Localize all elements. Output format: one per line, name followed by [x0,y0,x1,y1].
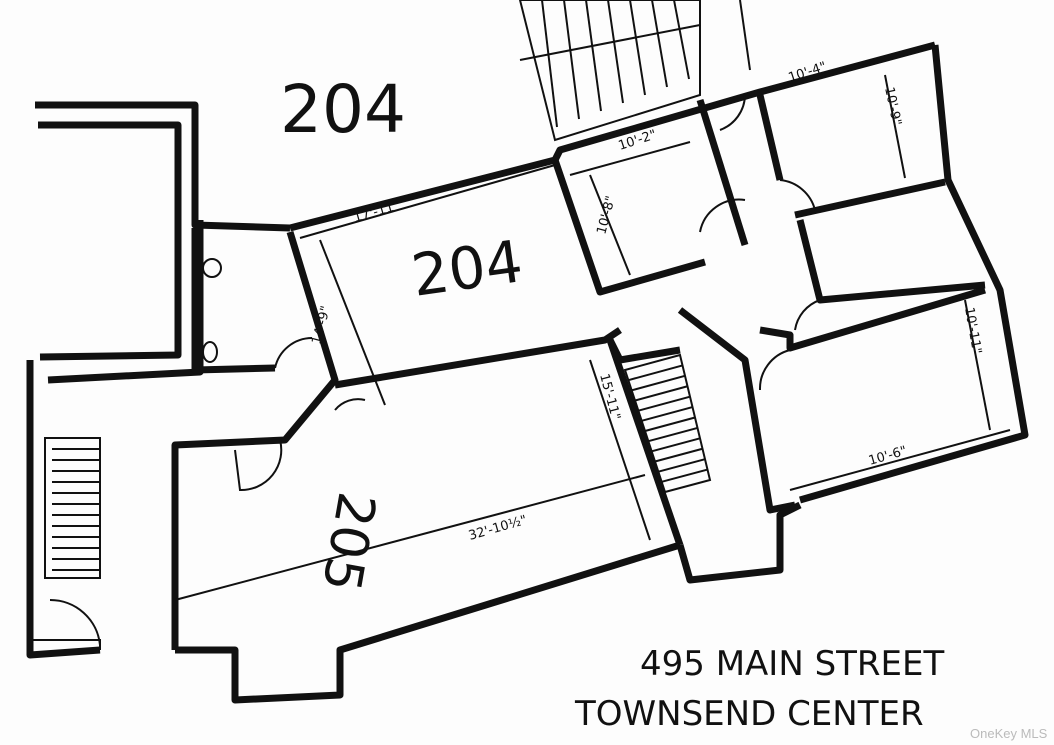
address-line-1: 495 MAIN STREET [640,644,945,684]
door-swing [779,179,816,211]
sink-icon [202,258,222,278]
stair-tread [634,385,688,402]
door-swing [719,94,746,131]
left-room-walls [26,101,291,659]
unit-label-205: 205 [310,488,386,596]
watermark: OneKey MLS [970,726,1048,741]
door-swing [699,198,746,233]
dim-office-c-depth: 10'-11" [961,306,984,355]
stair-tread [651,0,668,88]
door-swing [234,439,283,492]
stair-tread [661,468,708,483]
stair-tread [654,447,703,463]
dim-205-length: 32'-10½" [467,513,529,544]
toilet-icon [202,341,218,363]
door-swing [758,349,791,391]
stairs-center [623,353,712,494]
unit-label-top: 204 [280,71,406,148]
dim-205-width: 15'-11" [596,372,623,422]
stair-tread [658,458,706,473]
unit-label-center: 204 [407,227,526,310]
stair-tread [563,0,580,120]
stair-tread [607,0,624,104]
address-line-2: TOWNSEND CENTER [574,694,924,734]
stair-tread [641,406,693,422]
dim-office-b-depth: 10'-9" [881,86,904,127]
bathroom [191,228,313,374]
stair-tread [585,0,602,112]
dim-office-c-width: 10'-6" [867,444,909,469]
stair-tread [519,24,701,61]
room-205-walls [30,338,802,704]
door-swing [334,398,366,411]
dim-office-a-depth: 10'-8" [594,194,619,236]
door-swing [794,299,821,331]
stair-tread [638,395,691,412]
stair-tread [629,0,646,96]
door-swing [49,598,101,646]
stair-tread [648,426,698,443]
stair-tread [631,374,686,392]
stair-tread [628,364,683,382]
door-swing [274,337,313,369]
stair-tread [644,416,696,432]
stair-tread [673,0,690,80]
stair-tread [541,0,558,128]
stairs-top [518,0,751,142]
dimension-lines [174,61,1011,601]
stairs-left [44,437,101,579]
stair-tread [651,437,701,453]
